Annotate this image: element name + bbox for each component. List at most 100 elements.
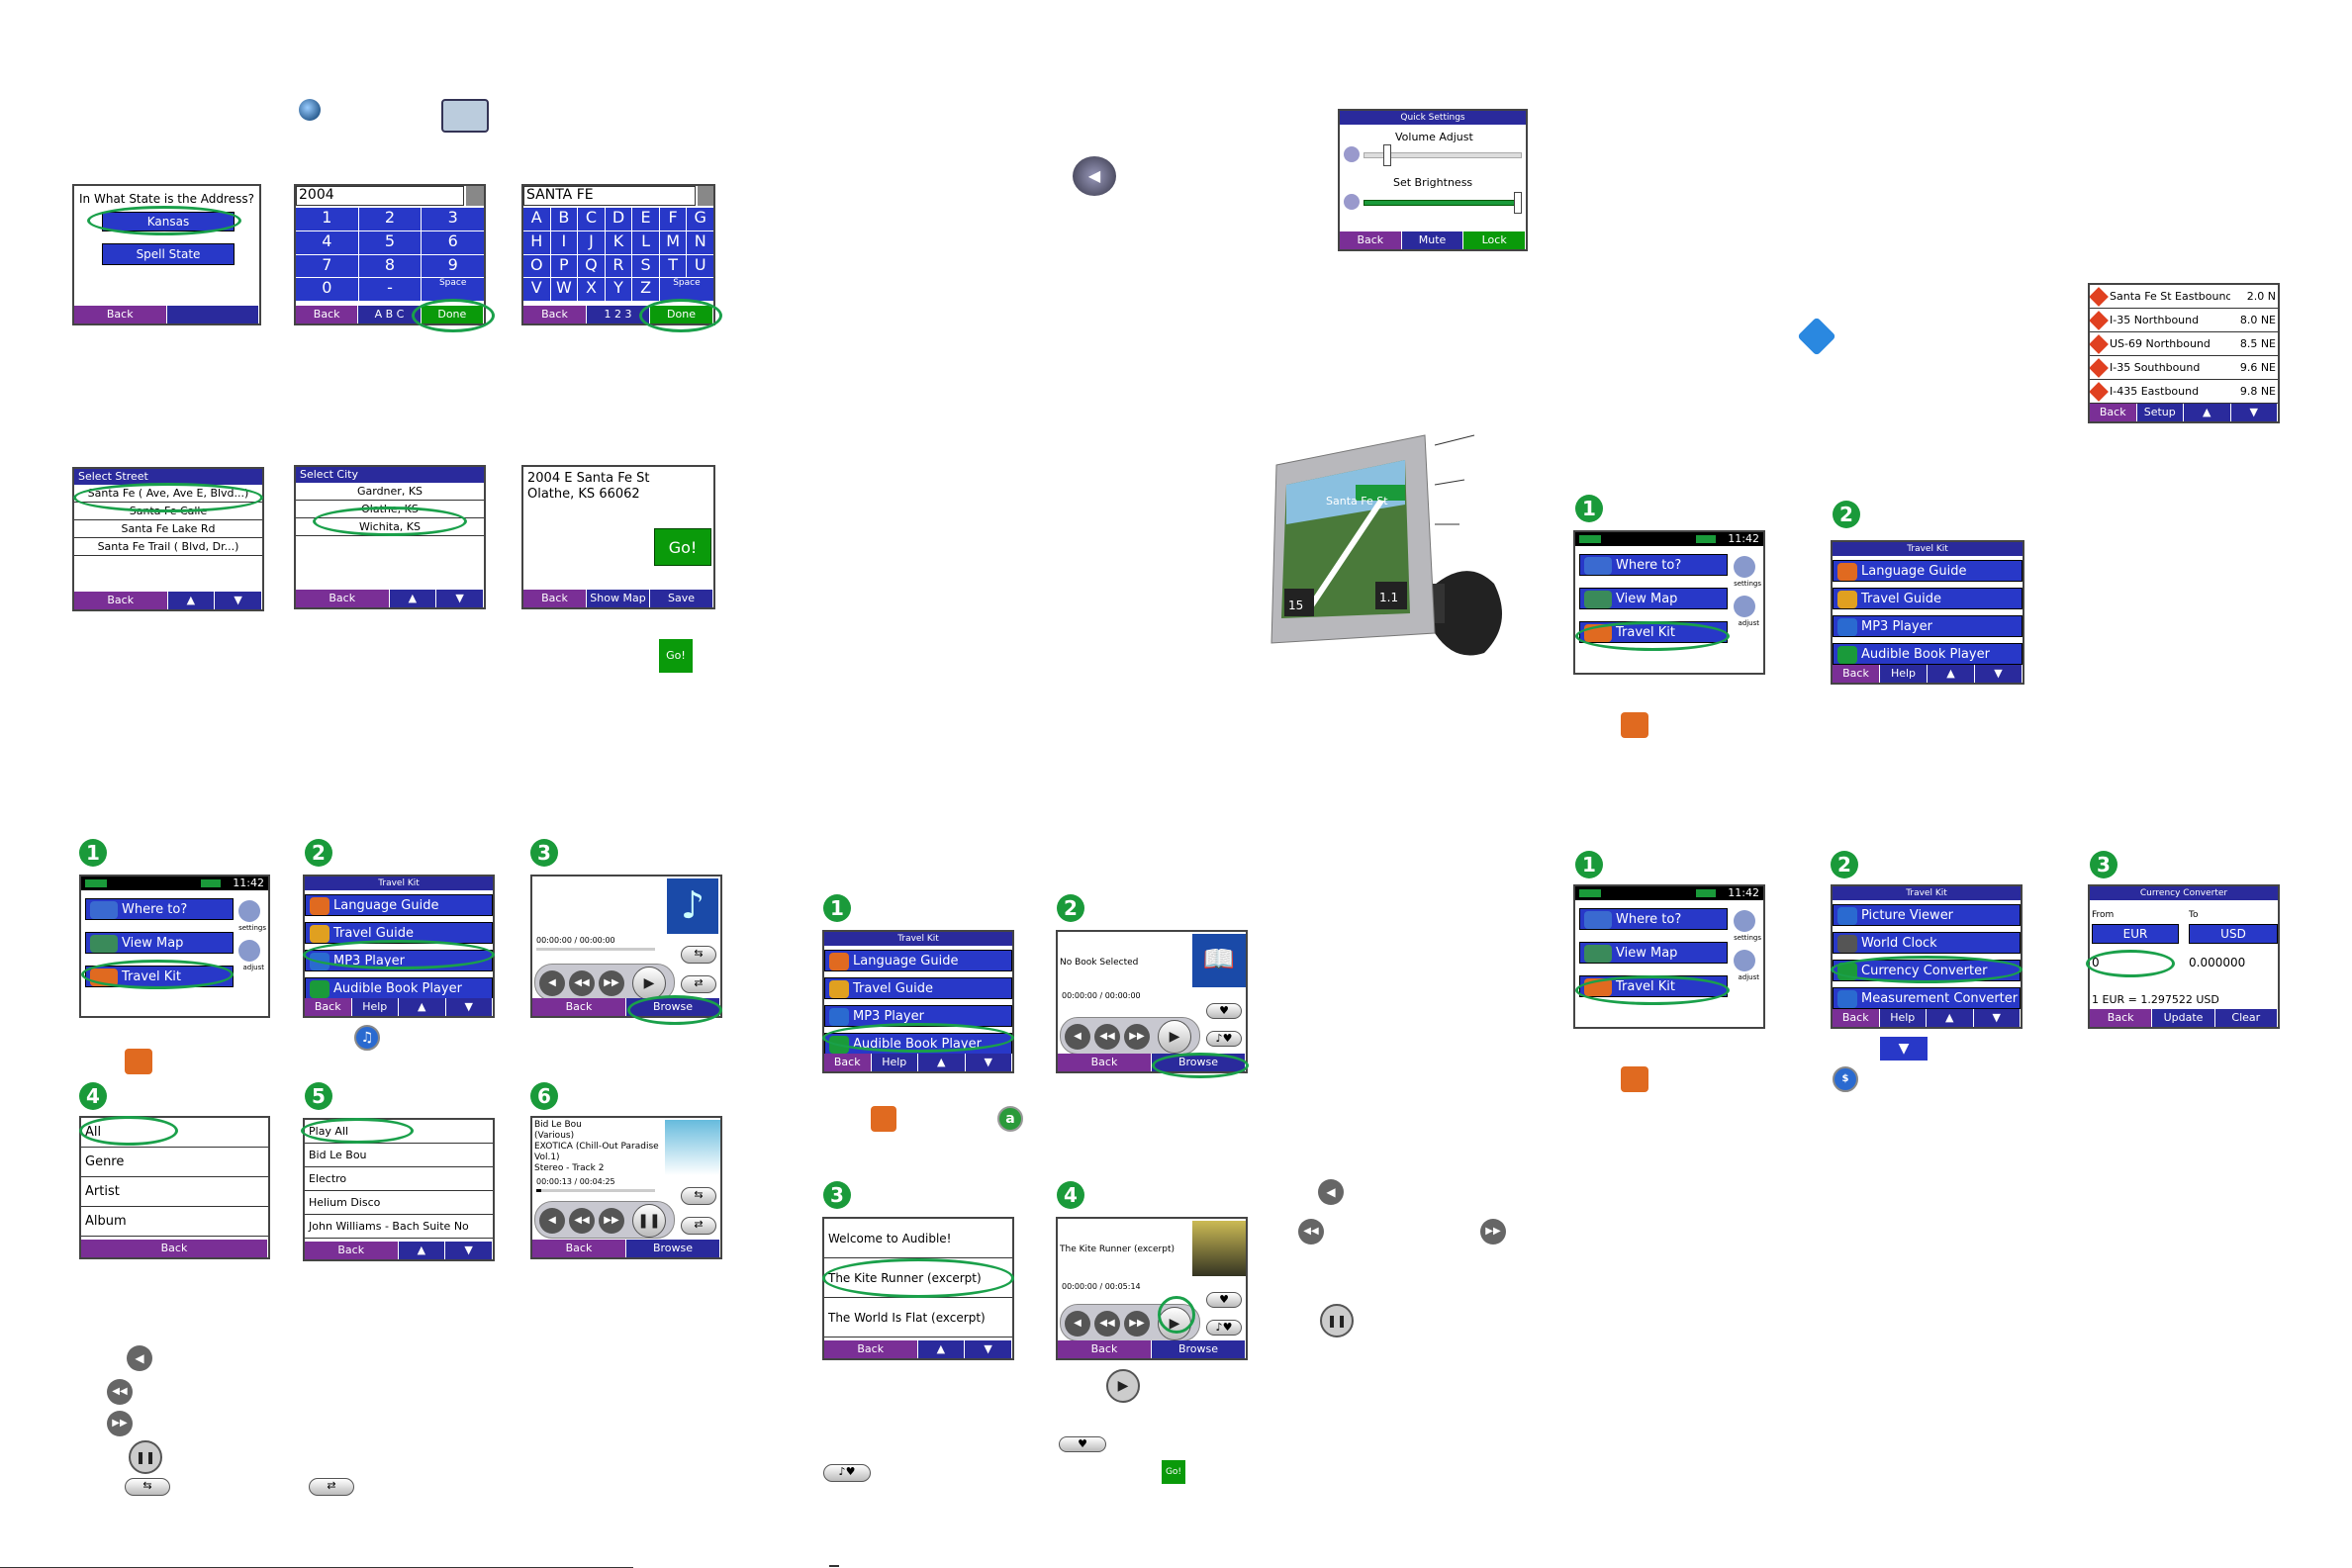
list-item[interactable]: The World Is Flat (excerpt): [824, 1298, 1012, 1337]
kit-item[interactable]: World Clock: [1833, 932, 2021, 954]
key-14[interactable]: O: [523, 254, 550, 278]
key-21[interactable]: V: [523, 278, 550, 301]
volume-icon[interactable]: ◀: [539, 1208, 565, 1234]
list-item[interactable]: Helium Disco: [305, 1191, 493, 1215]
setup-button[interactable]: Setup: [2137, 404, 2184, 421]
key-18[interactable]: S: [632, 254, 659, 278]
brightness-slider[interactable]: [1514, 192, 1522, 214]
volume-icon[interactable]: ◀: [539, 970, 565, 996]
list-item[interactable]: Santa Fe Lake Rd: [74, 520, 262, 538]
show-map-button[interactable]: Show Map: [587, 590, 650, 607]
list-item[interactable]: Album: [81, 1207, 268, 1237]
back-button[interactable]: Back: [1340, 231, 1402, 249]
key-4[interactable]: E: [632, 208, 659, 231]
kit-item[interactable]: Measurement Converter: [1833, 987, 2021, 1009]
down-arrow-icon[interactable]: ▼: [1974, 1009, 2021, 1027]
key-24[interactable]: Y: [605, 278, 632, 301]
key-26[interactable]: Space: [659, 278, 713, 301]
list-item[interactable]: Electro: [305, 1167, 493, 1191]
key-15[interactable]: P: [550, 254, 578, 278]
help-button[interactable]: Help: [1880, 1009, 1927, 1027]
down-arrow-icon[interactable]: ▼: [436, 590, 484, 607]
settings-icon[interactable]: [238, 900, 260, 922]
rewind-icon[interactable]: ◀◀: [569, 1208, 595, 1234]
key-4[interactable]: 5: [358, 231, 422, 254]
key-23[interactable]: X: [578, 278, 605, 301]
key-13[interactable]: N: [687, 231, 713, 254]
up-arrow-icon[interactable]: ▲: [1928, 665, 1975, 683]
repeat-button[interactable]: ⇆: [681, 946, 716, 964]
key-8[interactable]: 9: [422, 254, 484, 278]
where-button[interactable]: Where to?: [1579, 908, 1728, 930]
back-button[interactable]: Back: [824, 1054, 872, 1071]
help-button[interactable]: Help: [872, 1054, 918, 1071]
key-12[interactable]: M: [659, 231, 687, 254]
back-button[interactable]: Back: [1833, 665, 1880, 683]
adjust-icon[interactable]: [238, 940, 260, 962]
adjust-icon[interactable]: [1734, 950, 1755, 971]
key-0[interactable]: A: [523, 208, 550, 231]
kit-item[interactable]: Language Guide: [305, 894, 493, 916]
key-11[interactable]: L: [632, 231, 659, 254]
key-6[interactable]: 7: [296, 254, 358, 278]
list-item[interactable]: Santa Fe Trail ( Blvd, Dr...): [74, 538, 262, 556]
help-button[interactable]: Help: [352, 998, 399, 1016]
shuffle-button[interactable]: ⇄: [681, 975, 716, 993]
down-arrow-icon[interactable]: ▼: [1975, 665, 2023, 683]
back-button[interactable]: Back: [296, 306, 359, 323]
where-button[interactable]: Where to?: [85, 898, 234, 920]
back-button[interactable]: Back: [532, 1240, 626, 1257]
volume-slider[interactable]: [1383, 144, 1391, 166]
key-8[interactable]: I: [550, 231, 578, 254]
back-button[interactable]: Back: [74, 592, 168, 609]
volume-icon[interactable]: ◀: [1065, 1024, 1090, 1050]
key-1[interactable]: 2: [358, 208, 422, 231]
key-20[interactable]: U: [687, 254, 713, 278]
list-item[interactable]: Genre: [81, 1148, 268, 1177]
key-9[interactable]: J: [578, 231, 605, 254]
bookmark-list-button[interactable]: ♪♥: [1206, 1320, 1242, 1336]
kit-item[interactable]: Language Guide: [1833, 560, 2023, 582]
help-button[interactable]: Help: [1880, 665, 1928, 683]
back-button[interactable]: Back: [305, 1242, 399, 1259]
key-1[interactable]: B: [550, 208, 578, 231]
list-item[interactable]: Gardner, KS: [296, 483, 484, 501]
kit-item[interactable]: MP3 Player: [1833, 615, 2023, 637]
back-button[interactable]: Back: [2090, 1009, 2153, 1027]
up-arrow-icon[interactable]: ▲: [168, 592, 216, 609]
key-9[interactable]: 0: [296, 278, 358, 301]
list-item[interactable]: Artist: [81, 1177, 268, 1207]
spell-state-button[interactable]: Spell State: [102, 243, 235, 265]
key-3[interactable]: 4: [296, 231, 358, 254]
kit-item[interactable]: Travel Guide: [1833, 588, 2023, 609]
key-11[interactable]: Space: [422, 278, 484, 301]
adjust-icon[interactable]: [1734, 596, 1755, 617]
kit-item[interactable]: MP3 Player: [824, 1005, 1012, 1027]
key-10[interactable]: K: [605, 231, 632, 254]
key-10[interactable]: -: [358, 278, 422, 301]
settings-icon[interactable]: [1734, 556, 1755, 578]
up-arrow-icon[interactable]: ▲: [918, 1054, 966, 1071]
play-icon[interactable]: ▶: [1158, 1020, 1191, 1054]
fast-forward-icon[interactable]: ▶▶: [1124, 1024, 1150, 1050]
back-button[interactable]: Back: [523, 306, 587, 323]
mute-button[interactable]: Mute: [1402, 231, 1464, 249]
key-19[interactable]: T: [659, 254, 687, 278]
list-item[interactable]: Welcome to Audible!: [824, 1219, 1012, 1258]
update-button[interactable]: Update: [2152, 1009, 2215, 1027]
up-arrow-icon[interactable]: ▲: [1927, 1009, 1974, 1027]
list-item[interactable]: John Williams - Bach Suite No: [305, 1215, 493, 1239]
back-button[interactable]: Back: [305, 998, 352, 1016]
list-item[interactable]: Bid Le Bou: [305, 1144, 493, 1167]
back-button[interactable]: Back: [81, 1240, 268, 1257]
kit-item[interactable]: Audible Book Player: [305, 977, 493, 999]
view-button[interactable]: View Map: [85, 932, 234, 954]
rewind-icon[interactable]: ◀◀: [1094, 1024, 1120, 1050]
pause-icon[interactable]: ❚❚: [632, 1204, 666, 1238]
back-button[interactable]: Back: [74, 306, 167, 323]
back-button[interactable]: Back: [1833, 1009, 1880, 1027]
